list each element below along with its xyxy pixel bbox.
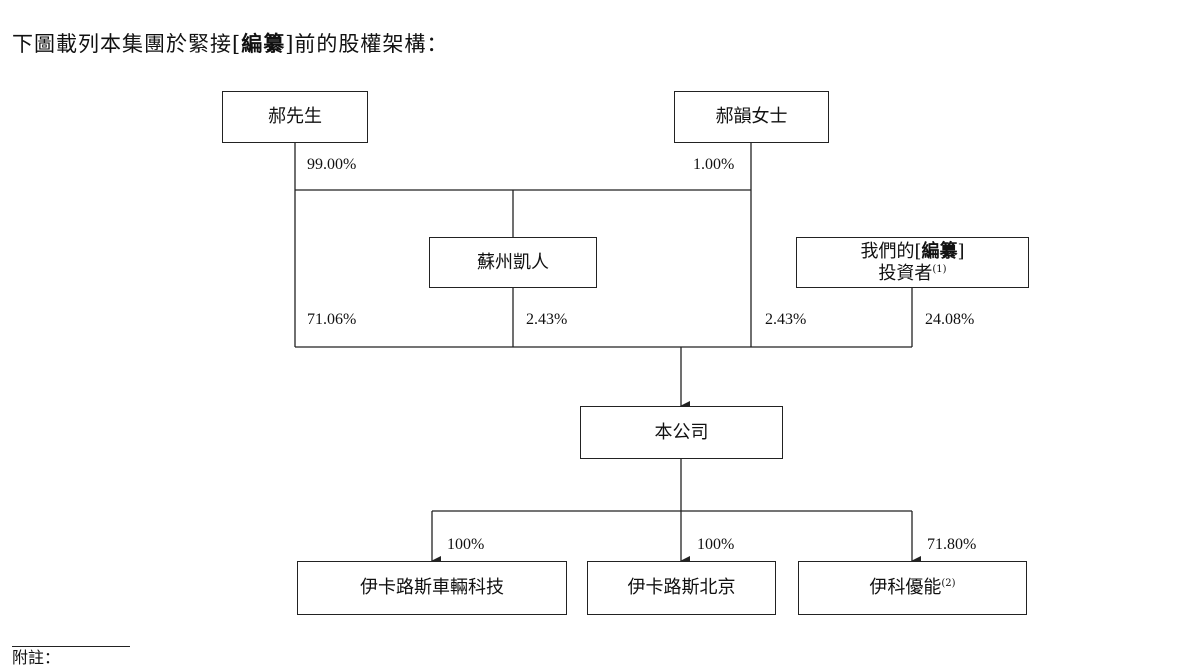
node-company-label: 本公司: [654, 421, 709, 443]
pct-investors-to-company: 24.08%: [925, 311, 975, 328]
node-mr-hao: 郝先生: [222, 91, 368, 143]
page-intro-text: 下圖載列本集團於緊接[編纂]前的股權架構：: [12, 28, 448, 58]
pct-company-to-tech: 100%: [447, 536, 485, 553]
intro-suffix: ]前的股權架構：: [285, 32, 449, 56]
investors-line1-prefix: 我們的[: [860, 240, 922, 262]
pct-suzhou-to-company: 2.43%: [526, 311, 568, 328]
intro-bold: 編纂: [241, 31, 286, 56]
pct-company-to-beijing: 100%: [697, 536, 735, 553]
sub-youneng-text: 伊科優能: [869, 577, 942, 598]
node-company: 本公司: [580, 406, 783, 459]
investors-line1-suffix: ]: [957, 240, 965, 262]
node-investors-line2: 投資者(1): [878, 263, 946, 285]
investors-line1-bold: 編纂: [921, 240, 958, 262]
node-sub-youneng: 伊科優能(2): [798, 561, 1027, 615]
pct-mr-hao-to-suzhou: 99.00%: [307, 156, 357, 173]
node-suzhou-kairen-label: 蘇州凱人: [477, 251, 549, 273]
node-investors: 我們的[編纂] 投資者(1): [796, 237, 1029, 288]
intro-prefix: 下圖載列本集團於緊接[: [12, 32, 242, 56]
node-sub-youneng-label: 伊科優能(2): [869, 577, 955, 599]
pct-ms-hao-to-suzhou: 1.00%: [693, 156, 735, 173]
footnote-label: 附註：: [12, 648, 61, 667]
node-investors-line1: 我們的[編纂]: [860, 241, 964, 263]
sub-youneng-note-marker: (2): [941, 578, 956, 589]
node-sub-beijing-label: 伊卡路斯北京: [627, 577, 736, 598]
footnote-rule: [12, 646, 130, 647]
node-sub-beijing: 伊卡路斯北京: [587, 561, 776, 615]
node-mr-hao-label: 郝先生: [268, 106, 322, 127]
node-ms-hao-label: 郝韻女士: [715, 106, 788, 127]
pct-ms-hao-to-company: 2.43%: [765, 311, 807, 328]
node-sub-vehicle-tech-label: 伊卡路斯車輛科技: [360, 577, 504, 598]
investors-line2-text: 投資者: [878, 262, 933, 284]
pct-mr-hao-to-company: 71.06%: [307, 311, 357, 328]
node-suzhou-kairen: 蘇州凱人: [429, 237, 597, 288]
node-sub-vehicle-tech: 伊卡路斯車輛科技: [297, 561, 567, 615]
pct-company-to-youneng: 71.80%: [927, 536, 977, 553]
node-ms-hao: 郝韻女士: [674, 91, 829, 143]
investors-note-marker: (1): [932, 263, 947, 275]
